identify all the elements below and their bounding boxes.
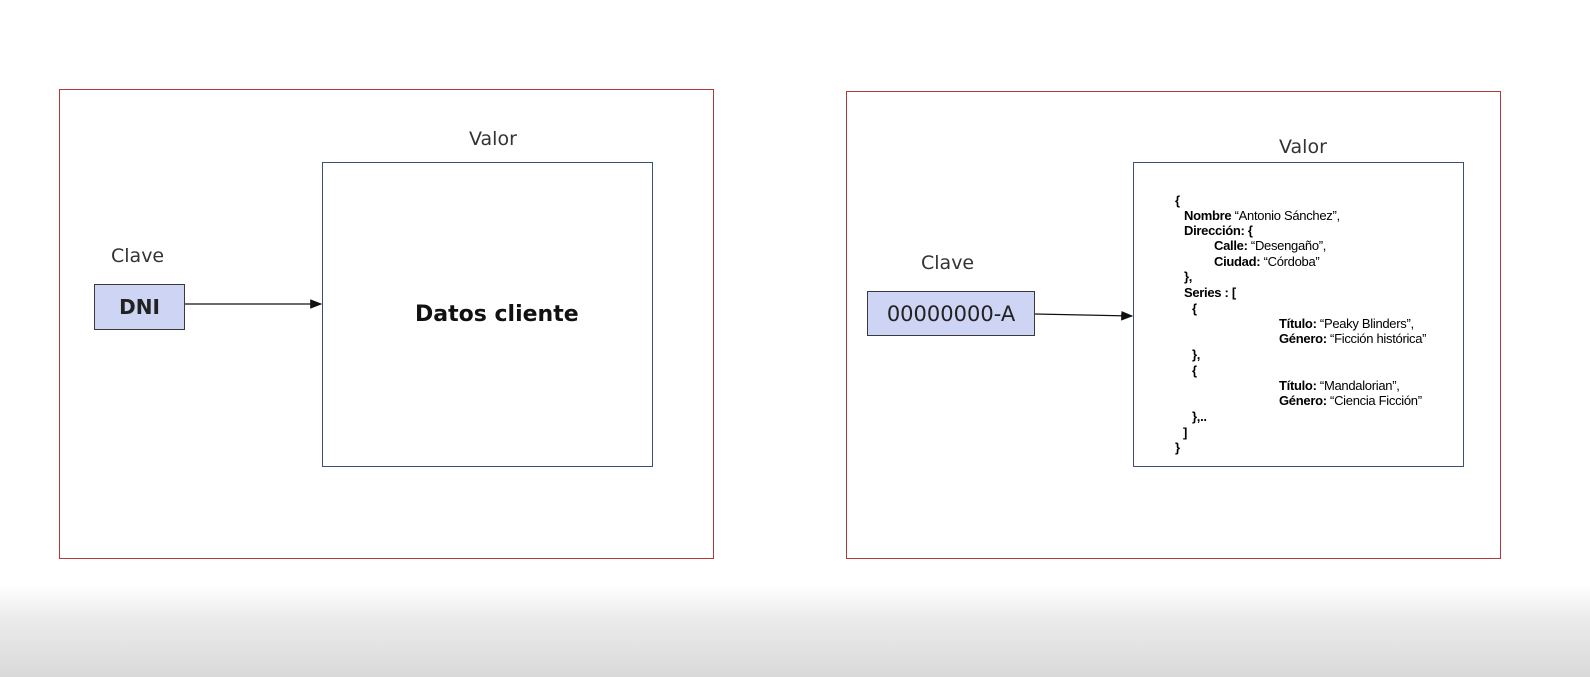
json-line: Género: “Ficción histórica” xyxy=(1279,331,1427,346)
json-value: “Mandalorian”, xyxy=(1316,378,1400,393)
json-line: { xyxy=(1192,301,1197,316)
right-key-label: Clave xyxy=(921,252,975,274)
json-value: “Ciencia Ficción” xyxy=(1326,393,1422,408)
json-line: Calle: “Desengaño”, xyxy=(1214,238,1326,253)
right-key-to-value-arrow xyxy=(1034,310,1134,321)
left-value-label: Valor xyxy=(469,128,517,150)
right-value-box xyxy=(1133,162,1464,467)
json-line: }, xyxy=(1184,269,1192,284)
json-key: Título: xyxy=(1279,316,1317,331)
json-key: } xyxy=(1175,440,1180,455)
json-value: “Antonio Sánchez”, xyxy=(1231,208,1340,223)
json-line: { xyxy=(1175,193,1180,208)
left-value-box xyxy=(322,162,653,467)
json-key: Calle: xyxy=(1214,238,1248,253)
json-key: }, xyxy=(1192,347,1201,362)
json-line: { xyxy=(1192,363,1197,378)
json-line: Nombre “Antonio Sánchez”, xyxy=(1184,208,1340,223)
json-line: Ciudad: “Córdoba” xyxy=(1214,254,1320,269)
json-key: }, xyxy=(1184,269,1193,284)
json-line: }, xyxy=(1192,347,1200,362)
json-key: },.. xyxy=(1192,409,1207,424)
left-value-text: Datos cliente xyxy=(415,302,579,327)
json-line: Género: “Ciencia Ficción” xyxy=(1279,393,1422,408)
json-line: Título: “Peaky Blinders”, xyxy=(1279,316,1414,331)
json-key: Dirección: { xyxy=(1184,223,1253,238)
json-value: “Peaky Blinders”, xyxy=(1316,316,1414,331)
json-value: “Desengaño”, xyxy=(1247,238,1327,253)
json-key: Series : [ xyxy=(1184,285,1236,300)
json-line: Título: “Mandalorian”, xyxy=(1279,378,1400,393)
left-key-text: DNI xyxy=(119,295,160,319)
json-line: ] xyxy=(1183,425,1187,440)
right-key-box: 00000000-A xyxy=(867,291,1035,336)
json-line: } xyxy=(1175,440,1180,455)
json-key: Nombre xyxy=(1184,208,1232,223)
json-line: Series : [ xyxy=(1184,285,1236,300)
json-key: Género: xyxy=(1279,331,1327,346)
json-line: Dirección: { xyxy=(1184,223,1253,238)
json-value: “Ficción histórica” xyxy=(1326,331,1427,346)
json-key: ] xyxy=(1183,425,1188,440)
json-line: },.. xyxy=(1192,409,1207,424)
json-key: Género: xyxy=(1279,393,1327,408)
json-key: Título: xyxy=(1279,378,1317,393)
bottom-shadow xyxy=(0,585,1590,677)
right-key-text: 00000000-A xyxy=(886,301,1016,326)
json-key: { xyxy=(1175,193,1180,208)
left-key-label: Clave xyxy=(111,245,165,267)
json-key: { xyxy=(1192,363,1197,378)
json-value: “Córdoba” xyxy=(1260,254,1320,269)
right-value-label: Valor xyxy=(1279,136,1327,158)
json-key: Ciudad: xyxy=(1214,254,1261,269)
left-key-box: DNI xyxy=(94,284,185,330)
json-key: { xyxy=(1192,301,1197,316)
